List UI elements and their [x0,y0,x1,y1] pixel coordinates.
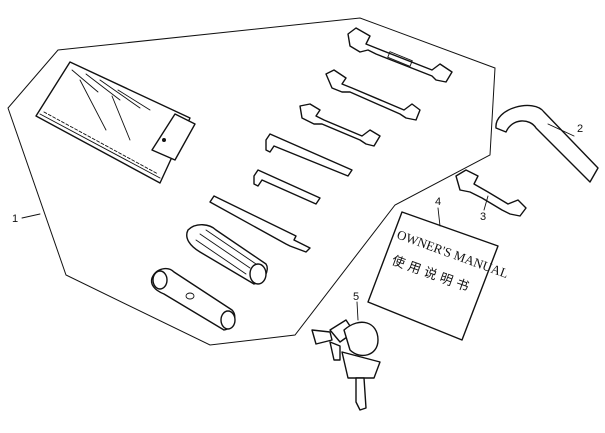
owners-manual: OWNER'S MANUAL 使用说明书 [367,211,511,341]
callout-4: 4 [435,196,441,208]
wrench-large [347,27,453,83]
ignition-keys [311,319,381,411]
callout-5: 5 [353,291,359,303]
callout-2: 2 [577,123,583,135]
toolkit-outline [7,17,496,346]
hex-key-small [253,169,321,205]
tool-pouch [35,61,196,184]
open-wrench [455,169,527,217]
screwdriver-handle [186,224,268,285]
spark-plug-spanner [150,267,236,331]
hook-spanner [495,104,599,183]
callout-1: 1 [12,213,18,225]
hex-key-large [265,133,353,177]
wrench-medium [325,69,421,121]
callout-3: 3 [480,211,486,223]
wrench-small [299,103,381,147]
leader-lines [21,123,575,321]
screwdriver-blade [209,195,311,253]
